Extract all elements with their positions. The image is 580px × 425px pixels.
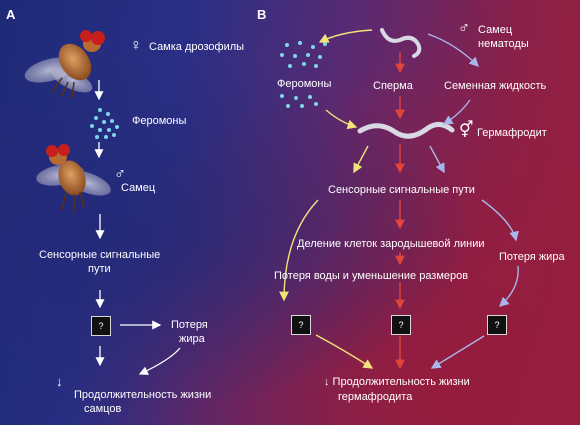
hermaphrodite-symbol: ⚥ <box>459 122 474 139</box>
pheromones-label-b: Феромоны <box>277 78 332 90</box>
unknown-mechanism-box-a: ? <box>91 316 111 336</box>
sensory-pathways-b: Сенсорные сигнальные пути <box>328 184 475 196</box>
lifespan-label-a-line2: самцов <box>84 403 122 415</box>
sensory-pathways-a-line2: пути <box>88 263 111 275</box>
fat-loss-label-a-line2: жира <box>179 333 205 345</box>
lifespan-label-a-line1: Продолжительность жизни <box>74 389 212 401</box>
lifespan-label-b-line2: гермафродита <box>338 391 413 403</box>
unknown-mechanism-box-b1: ? <box>291 315 311 335</box>
male-symbol-b: ♂ <box>458 20 470 37</box>
pheromones-label-a: Феромоны <box>132 115 187 127</box>
male-nematode-image <box>380 28 422 58</box>
panel-a-arrows <box>94 80 181 375</box>
fat-loss-label-b: Потеря жира <box>499 251 565 263</box>
panel-b-yellow-arrows <box>279 29 374 369</box>
pheromone-cluster-b <box>280 41 327 108</box>
sperm-label: Сперма <box>373 80 413 92</box>
male-nematode-label-line2: нематоды <box>478 38 529 50</box>
male-label: Самец <box>121 182 156 194</box>
germline-division-label: Деление клеток зародышевой линии <box>297 238 485 250</box>
pheromone-cluster-a <box>90 108 119 139</box>
seminal-fluid-label: Семенная жидкость <box>444 80 547 92</box>
male-symbol-a: ♂ <box>114 166 126 183</box>
male-fly-image <box>36 144 111 212</box>
hermaphrodite-label: Гермафродит <box>477 127 547 139</box>
panel-b-blue-arrows <box>427 33 519 369</box>
panel-a-label: A <box>6 7 16 22</box>
male-nematode-label-line1: Самец <box>478 24 513 36</box>
fat-loss-label-a-line1: Потеря <box>171 319 208 331</box>
female-fly-image <box>24 30 105 99</box>
female-symbol: ♀ <box>130 37 142 54</box>
panel-b-label: B <box>257 7 267 22</box>
lifespan-label-b-line1: ↓ Продолжительность жизни <box>324 376 470 388</box>
sensory-pathways-a-line1: Сенсорные сигнальные <box>39 249 161 261</box>
female-fly-label: Самка дрозофилы <box>149 41 245 53</box>
unknown-mechanism-box-b2: ? <box>391 315 411 335</box>
down-arrow-a: ↓ <box>56 374 63 389</box>
hermaphrodite-worm-image <box>357 122 455 139</box>
water-loss-label: Потеря воды и уменьшение размеров <box>274 270 469 282</box>
unknown-mechanism-box-b3: ? <box>487 315 507 335</box>
